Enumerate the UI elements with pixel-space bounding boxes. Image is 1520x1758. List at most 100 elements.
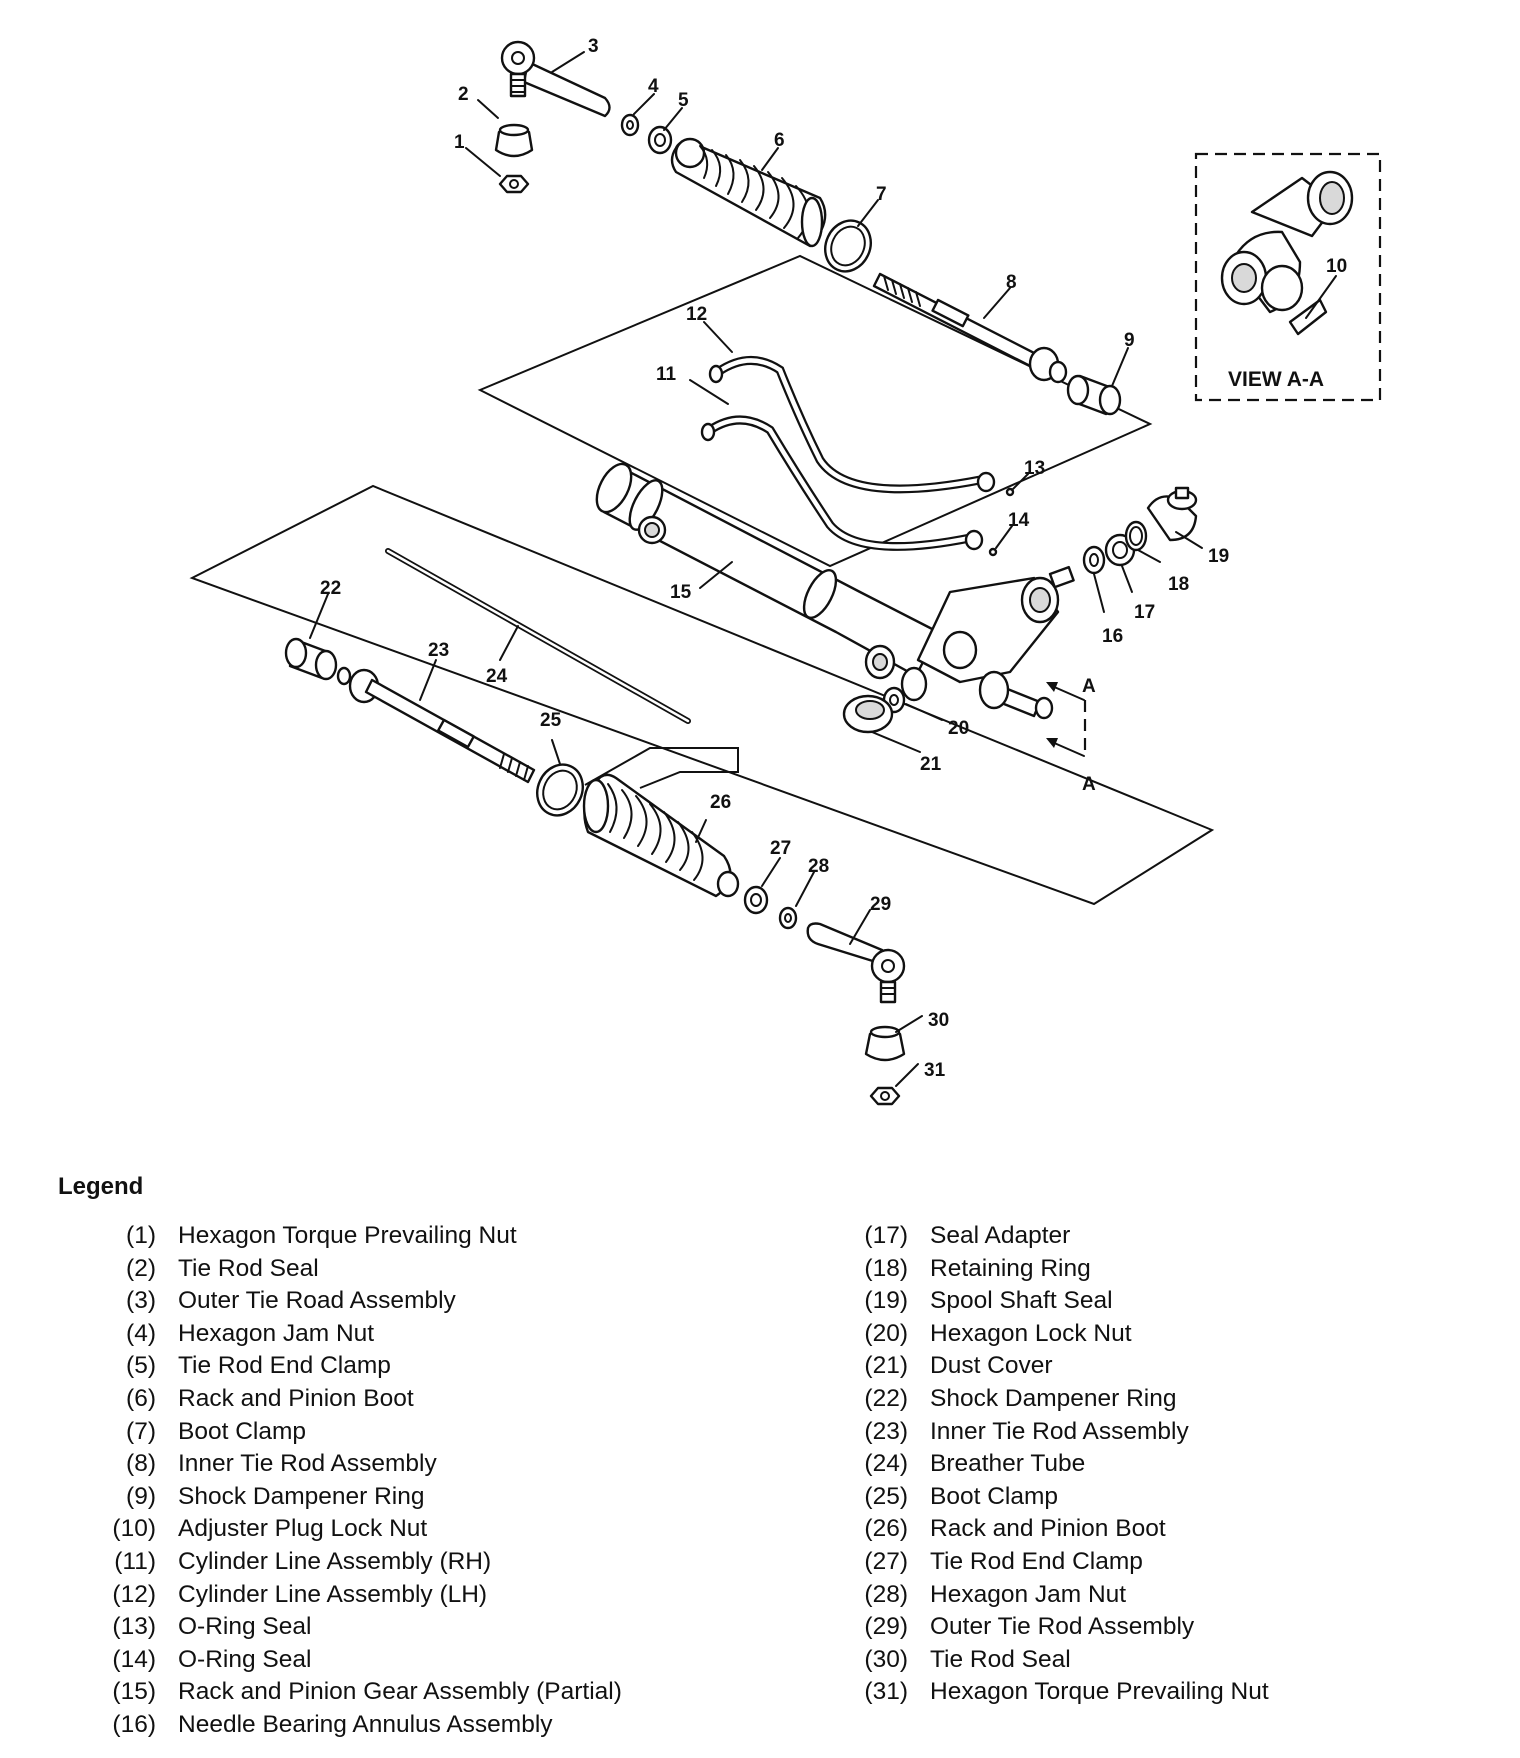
legend-number: (22) <box>864 1384 908 1412</box>
lower-group-frame <box>189 484 1215 906</box>
legend-number: (24) <box>864 1450 908 1478</box>
legend-item: (19)Spool Shaft Seal <box>850 1285 1269 1318</box>
legend-item: (18)Retaining Ring <box>850 1253 1269 1286</box>
callout-15: 15 <box>670 582 692 603</box>
callout-17: 17 <box>1134 602 1155 623</box>
legend-number: (12) <box>112 1580 156 1608</box>
callout-1: 1 <box>454 132 465 153</box>
tie-rod-end-clamp-27 <box>743 885 769 915</box>
legend-number: (2) <box>126 1254 156 1282</box>
inner-tie-rod-23 <box>336 666 536 784</box>
retaining-ring-18 <box>1124 520 1148 552</box>
callout-14: 14 <box>1008 510 1030 531</box>
legend-label: O-Ring Seal <box>178 1645 312 1673</box>
legend-number: (20) <box>864 1319 908 1347</box>
legend-label: Rack and Pinion Boot <box>178 1384 414 1412</box>
legend-item: (29)Outer Tie Rod Assembly <box>850 1611 1269 1644</box>
callout-24: 24 <box>486 666 508 687</box>
legend-label: Dust Cover <box>930 1352 1053 1380</box>
legend-item: (11)Cylinder Line Assembly (RH) <box>100 1546 622 1579</box>
legend-label: Cylinder Line Assembly (LH) <box>178 1580 488 1608</box>
legend-item: (27)Tie Rod End Clamp <box>850 1546 1269 1579</box>
legend-number: (15) <box>112 1678 156 1706</box>
callout-9: 9 <box>1124 330 1135 351</box>
legend-item: (23) Inner Tie Rod Assembly <box>850 1416 1269 1449</box>
callout-20: 20 <box>948 718 969 739</box>
legend-item: (31) Hexagon Torque Prevailing Nut <box>850 1676 1269 1709</box>
legend-label: Tie Rod Seal <box>930 1645 1071 1673</box>
legend-item: (13)O-Ring Seal <box>100 1611 622 1644</box>
callout-31: 31 <box>924 1060 946 1081</box>
legend-number: (28) <box>864 1580 908 1608</box>
legend-label: Retaining Ring <box>930 1254 1091 1282</box>
legend-number: (30) <box>864 1645 908 1673</box>
legend-label: Tie Rod End Clamp <box>930 1547 1143 1575</box>
boot-clamp-25 <box>536 763 584 817</box>
jam-nut-28 <box>778 906 798 930</box>
legend-item: (4)Hexagon Jam Nut <box>100 1318 622 1351</box>
dust-cover-21 <box>842 694 894 734</box>
callout-12: 12 <box>686 304 707 325</box>
legend-item: (14)O-Ring Seal <box>100 1644 622 1677</box>
legend-item: (22)Shock Dampener Ring <box>850 1383 1269 1416</box>
callout-8: 8 <box>1006 272 1017 293</box>
legend-number: (29) <box>864 1613 908 1641</box>
tie-rod-end-clamp-5 <box>647 125 673 155</box>
outer-tie-rod-29 <box>806 922 906 1004</box>
callout-27: 27 <box>770 838 791 859</box>
callout-numbers: 3 2 1 4 5 6 7 8 9 10 11 12 13 14 15 16 1… <box>320 36 1347 1081</box>
legend-number: (6) <box>126 1384 156 1412</box>
legend-left-column: (1)Hexagon Torque Prevailing Nut (2)Tie … <box>100 1220 622 1742</box>
view-a-a-label: VIEW A-A <box>1228 368 1324 391</box>
hex-nut-31 <box>869 1086 901 1106</box>
needle-bearing-annulus-16 <box>1082 545 1106 575</box>
upper-group-frame <box>477 254 1153 568</box>
legend-number: (5) <box>126 1352 156 1380</box>
callout-22: 22 <box>320 578 341 599</box>
legend-item: (7)Boot Clamp <box>100 1416 622 1449</box>
legend-item: (26)Rack and Pinion Boot <box>850 1513 1269 1546</box>
cylinder-line-lh-12 <box>708 356 996 494</box>
o-ring-seal-14 <box>988 547 998 557</box>
legend-number: (16) <box>112 1710 156 1738</box>
outer-tie-rod-3 <box>500 40 611 118</box>
callout-13: 13 <box>1024 458 1045 479</box>
callout-18: 18 <box>1168 574 1189 595</box>
callout-30: 30 <box>928 1010 949 1031</box>
legend-label: Hexagon Torque Prevailing Nut <box>930 1678 1269 1706</box>
legend-item: (28) Hexagon Jam Nut <box>850 1579 1269 1612</box>
callout-19: 19 <box>1208 546 1229 567</box>
legend-number: (31) <box>864 1678 908 1706</box>
section-label-top: A <box>1082 676 1096 697</box>
legend-number: (23) <box>864 1417 908 1445</box>
legend-item: (8)Inner Tie Rod Assembly <box>100 1448 622 1481</box>
legend-item: (6) Rack and Pinion Boot <box>100 1383 622 1416</box>
legend-label: Hexagon Jam Nut <box>930 1580 1127 1608</box>
callout-23: 23 <box>428 640 449 661</box>
legend-label: Inner Tie Rod Assembly <box>930 1417 1189 1445</box>
rack-pinion-gear-assembly-15 <box>595 462 1075 720</box>
legend-item: (10)Adjuster Plug Lock Nut <box>100 1513 622 1546</box>
legend-item: (24) Breather Tube <box>850 1448 1269 1481</box>
legend-item: (25)Boot Clamp <box>850 1481 1269 1514</box>
legend-label: Breather Tube <box>930 1450 1086 1478</box>
legend-item: (15)Rack and Pinion Gear Assembly (Parti… <box>100 1676 622 1709</box>
legend-label: Hexagon Lock Nut <box>930 1319 1132 1347</box>
legend-item: (21)Dust Cover <box>850 1350 1269 1383</box>
legend-number: (9) <box>126 1482 156 1510</box>
shock-dampener-ring-9 <box>1066 374 1122 416</box>
callout-21: 21 <box>920 754 942 775</box>
legend-label: Hexagon Torque Prevailing Nut <box>178 1222 517 1249</box>
legend-item: (17)Seal Adapter <box>850 1220 1269 1253</box>
rack-pinion-boot-26 <box>582 773 740 898</box>
callout-25: 25 <box>540 710 562 731</box>
rack-pinion-boot-6 <box>670 137 827 248</box>
legend-label: Boot Clamp <box>930 1482 1059 1510</box>
jam-nut-4 <box>620 113 640 137</box>
legend-item: (2)Tie Rod Seal <box>100 1253 622 1286</box>
callout-2: 2 <box>458 84 469 105</box>
legend-label: Spool Shaft Seal <box>930 1287 1113 1315</box>
legend-label: Shock Dampener Ring <box>178 1482 425 1510</box>
legend-number: (11) <box>114 1547 156 1575</box>
callout-3: 3 <box>588 36 599 57</box>
